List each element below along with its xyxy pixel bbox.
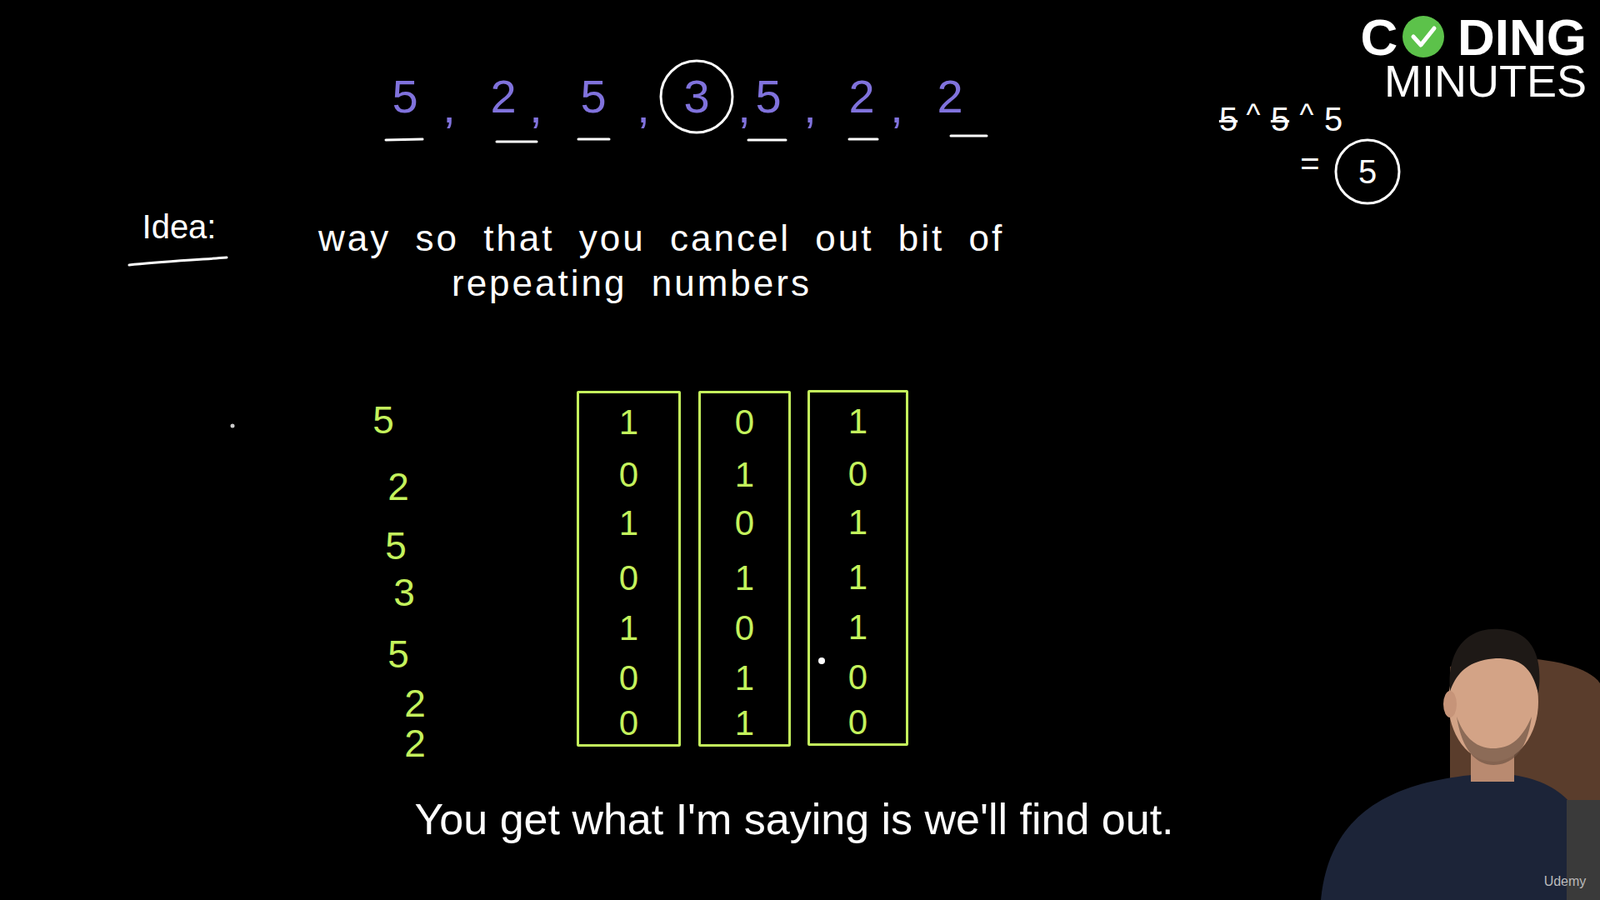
- bit-value: 1: [735, 457, 755, 493]
- beard: [1456, 716, 1532, 765]
- equals-sign: =: [1300, 146, 1320, 180]
- underline: [578, 138, 610, 141]
- separator: ,: [529, 83, 543, 130]
- chalk-dot: [230, 424, 235, 429]
- bit-value: 0: [735, 610, 755, 646]
- underline: [496, 140, 537, 144]
- logo-circle: [1402, 15, 1445, 58]
- row-number: 5: [372, 400, 395, 440]
- xor-operator: ^: [1246, 100, 1261, 130]
- logo-text: MINUTES: [1384, 58, 1587, 104]
- check-mark: [1413, 28, 1435, 45]
- subtitle: You get what I'm saying is we'll find ou…: [414, 797, 1174, 841]
- shirt: [1320, 773, 1600, 900]
- ear: [1443, 690, 1457, 718]
- underline: [950, 135, 987, 138]
- separator: ,: [890, 83, 904, 130]
- sequence-number: 5: [755, 73, 781, 120]
- xor-operator: ^: [1300, 100, 1315, 130]
- bit-value: 1: [619, 610, 639, 646]
- sequence-number: 2: [490, 73, 516, 120]
- logo-text: C: [1360, 11, 1399, 64]
- watermark: Udemy: [1544, 875, 1587, 889]
- row-number: 2: [404, 724, 426, 763]
- xor-operand: 5: [1270, 102, 1290, 136]
- bit-value: 0: [848, 456, 868, 492]
- bit-value: 0: [619, 457, 639, 493]
- xor-operand: 5: [1219, 102, 1238, 136]
- node-text: 3: [683, 73, 710, 120]
- logo-mark: [1402, 15, 1445, 58]
- row-number: 2: [404, 684, 426, 723]
- bit-value: 0: [848, 660, 868, 695]
- bit-value: 1: [848, 404, 868, 440]
- bit-value: 0: [619, 705, 639, 741]
- bit-column: 1 0 1 0 1 0 0: [576, 390, 681, 747]
- idea-heading: Idea:: [142, 210, 217, 244]
- bit-value: 1: [735, 660, 755, 696]
- underline: [849, 138, 878, 141]
- row-number: 5: [385, 526, 407, 565]
- separator: ,: [803, 83, 817, 130]
- circle-outline: [660, 60, 733, 133]
- hair: [1450, 629, 1540, 694]
- bit-value: 0: [735, 405, 755, 440]
- sequence-number: 5: [580, 73, 606, 120]
- bit-column: 0 1 0 1 0 1 1: [698, 390, 791, 747]
- presenter: [1320, 629, 1600, 900]
- bit-value: 0: [848, 705, 868, 740]
- bit-value: 0: [735, 505, 755, 541]
- bit-value: 0: [619, 660, 639, 696]
- circle-outline: [1335, 140, 1400, 204]
- separator: ,: [636, 83, 650, 130]
- idea-text: repeating numbers: [451, 265, 812, 302]
- underline: [385, 139, 423, 140]
- underline: [748, 139, 786, 142]
- row-number: 2: [387, 467, 410, 506]
- bit-value: 1: [848, 610, 868, 645]
- separator: ,: [737, 83, 751, 130]
- circled-result: 5: [1334, 138, 1401, 205]
- bit-value: 1: [735, 705, 755, 741]
- bit-value: 1: [619, 405, 639, 440]
- xor-operand: 5: [1324, 102, 1343, 136]
- row-number: 5: [387, 635, 410, 674]
- separator: ,: [442, 83, 456, 130]
- bit-value: 1: [848, 560, 868, 595]
- sequence-number: 5: [391, 73, 418, 120]
- logo-text: DING: [1457, 11, 1587, 64]
- idea-text: way so that you cancel out bit of: [318, 220, 1005, 257]
- sequence-number: 2: [848, 73, 875, 120]
- node-text: 5: [1358, 155, 1377, 189]
- bit-value: 1: [735, 560, 755, 596]
- chalk-dot: [818, 657, 825, 665]
- bit-value: 1: [848, 505, 868, 540]
- circled-number: 3: [659, 59, 735, 135]
- row-number: 3: [393, 573, 415, 612]
- bit-value: 0: [619, 560, 639, 596]
- bit-column: 1 0 1 1 1 0 0: [807, 390, 909, 746]
- sequence-number: 2: [936, 73, 963, 120]
- bit-value: 1: [619, 505, 639, 541]
- idea-underline: [129, 257, 227, 265]
